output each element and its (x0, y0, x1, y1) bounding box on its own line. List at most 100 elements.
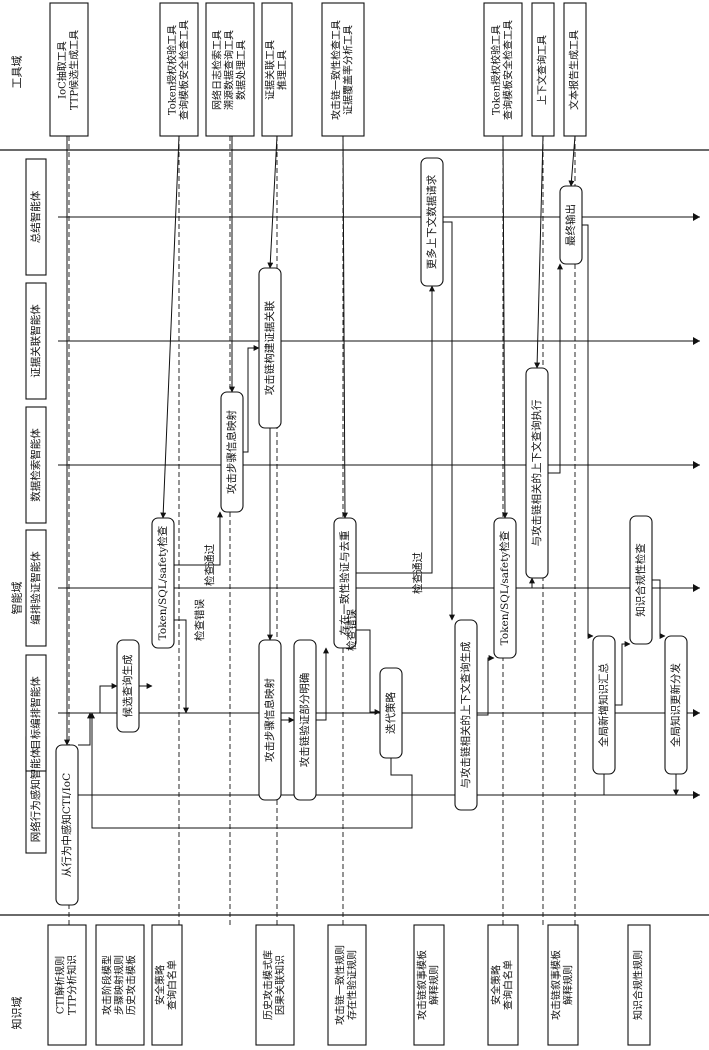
knowledge-label-9-line-1: 知识合规性规则 (632, 950, 645, 1020)
knowledge-label-2-line-1: 攻击阶段模型 (101, 955, 114, 1015)
step-label-9: 迭代策略 (384, 692, 397, 734)
step-label-14: 最终输出 (564, 204, 577, 246)
knowledge-domain-label: 知识域 (10, 997, 24, 1030)
step-box-6 (258, 639, 282, 801)
tool-box-5 (321, 2, 365, 137)
agent-box-3 (25, 529, 47, 647)
agent-lifeline-arrow-2 (693, 709, 700, 717)
step-label-11: 与攻击链相关的上下文查询生成 (459, 641, 472, 788)
agent-label-3: 编排验证智能体 (29, 551, 42, 625)
knowledge-label-2-line-2: 步骤映射规则 (113, 955, 126, 1015)
agent-box-6 (25, 158, 47, 276)
step-box-5 (258, 267, 282, 429)
tool-box-2 (159, 2, 199, 137)
knowledge-box-2 (95, 924, 145, 1046)
step-label-7: 攻击链验证部分明确 (298, 673, 311, 768)
step-label-17: 全局知识更新分发 (669, 663, 682, 747)
knowledge-box-3 (151, 924, 183, 1046)
agent-box-2 (25, 654, 47, 772)
agent-lifeline-arrow-1 (693, 791, 700, 799)
tool-box-6 (483, 2, 523, 137)
step-box-15 (592, 635, 616, 775)
tool-label-2-line-1: Token授权校验工具 (166, 25, 179, 115)
conn-iterate-loop (89, 712, 413, 829)
tool-label-3-line-3: 数据处理工具 (235, 40, 248, 100)
tool-label-6-line-2: 查询模板安全检查工具 (502, 20, 515, 120)
conn-summary-to-compliance (615, 641, 631, 706)
tool-label-5-line-1: 攻击链一致性检查工具 (330, 20, 343, 120)
flow-label-2: 检查通过 (203, 544, 216, 586)
step-box-13 (525, 367, 549, 579)
tool-box-3 (205, 2, 255, 137)
flow-label-3: 检查错误 (345, 609, 358, 651)
agent-label-2: 目标编排智能体 (29, 676, 42, 750)
knowledge-label-6-line-1: 攻击链叙事模板 (416, 950, 429, 1020)
flow-label-1: 检查错误 (193, 599, 206, 641)
step-label-4: 攻击步骤信息映射 (225, 410, 238, 494)
agent-box-5 (25, 282, 47, 400)
conn-context-to-check (477, 655, 495, 716)
knowledge-box-9 (627, 924, 651, 1046)
step-label-13: 与攻击链相关的上下文查询执行 (530, 399, 543, 546)
tool-box-8 (563, 2, 587, 137)
tool-box-4 (261, 2, 293, 137)
step-label-15: 全局新增知识汇总 (597, 663, 610, 747)
agent-label-1: 网络行为感知智能体 (29, 747, 42, 842)
step-box-14 (559, 185, 583, 265)
knowledge-label-7-line-1: 安全策略 (490, 965, 503, 1005)
step-box-9 (379, 667, 403, 759)
conn-context-tool (534, 135, 544, 369)
knowledge-label-8-line-2: 解释规则 (562, 965, 575, 1005)
step-box-7 (293, 639, 317, 801)
conn-mapping-to-evidence (243, 345, 260, 453)
conn-more-context-down (443, 221, 455, 621)
step-label-1: 从行为中感知CTI/IoC (60, 773, 73, 877)
step-box-2 (116, 639, 140, 733)
knowledge-label-1-line-1: CTI解析规则 (54, 956, 67, 1014)
conn-consistency-tool (341, 135, 348, 519)
step-box-4 (220, 391, 244, 513)
step-label-2: 候选查询生成 (121, 654, 134, 717)
tool-label-1-line-1: IoC抽取工具 (56, 41, 69, 99)
knowledge-label-5-line-2: 存在性验证规则 (346, 950, 359, 1020)
step-box-8 (333, 517, 357, 649)
tool-box-7 (531, 2, 555, 137)
tool-box-1 (49, 2, 89, 137)
conn-check-to-exec (516, 577, 535, 589)
step-label-3: Token/SQL/safety检查 (156, 525, 169, 640)
agent-label-5: 证据关联智能体 (29, 304, 42, 378)
knowledge-label-3-line-1: 安全策略 (154, 965, 167, 1005)
knowledge-label-4-line-1: 历史攻击模式库 (262, 950, 275, 1020)
agent-lifeline-arrow-4 (693, 461, 700, 469)
tool-label-6-line-1: Token授权校验工具 (490, 25, 503, 115)
step-box-12 (493, 517, 517, 659)
conn-verify-to-consistency (316, 647, 329, 721)
tool-label-1-line-2: TTP候选生成工具 (68, 30, 81, 110)
conn-consistency-pass (356, 285, 435, 574)
tool-label-7-line-1: 上下文查询工具 (536, 35, 549, 105)
knowledge-label-6-line-2: 解释规则 (428, 965, 441, 1005)
agent-lifeline-arrow-6 (693, 213, 700, 221)
step-label-12: Token/SQL/safety检查 (498, 530, 511, 645)
knowledge-label-3-line-2: 查询白名单 (166, 960, 179, 1010)
step-label-10: 更多上下文数据请求 (425, 174, 438, 269)
tool-label-8-line-1: 文本报告生成工具 (568, 30, 581, 110)
knowledge-label-4-line-2: 因果关联知识 (274, 955, 287, 1015)
step-label-16: 知识合规性检查 (634, 543, 647, 617)
conn-check-error (174, 619, 189, 714)
agent-domain-label: 智能域 (10, 582, 24, 615)
agent-label-4: 数据检索智能体 (29, 428, 42, 502)
agent-lifeline-arrow-3 (693, 584, 700, 592)
step-label-5: 攻击链构建证据关联 (263, 300, 276, 395)
conn-report-tool (568, 135, 576, 187)
step-box-16 (629, 515, 653, 645)
step-label-8: 存在一致性验证与去重 (338, 531, 351, 636)
knowledge-label-2-line-3: 历史攻击模板 (125, 955, 138, 1015)
conn-compliance-to-update (652, 579, 666, 639)
tool-label-5-line-2: 证据覆盖率分析工具 (342, 25, 355, 115)
conn-final-to-summary (582, 224, 594, 639)
conn-exec-to-final (548, 263, 563, 474)
conn-perception-to-target (78, 712, 93, 746)
agent-box-4 (25, 406, 47, 524)
